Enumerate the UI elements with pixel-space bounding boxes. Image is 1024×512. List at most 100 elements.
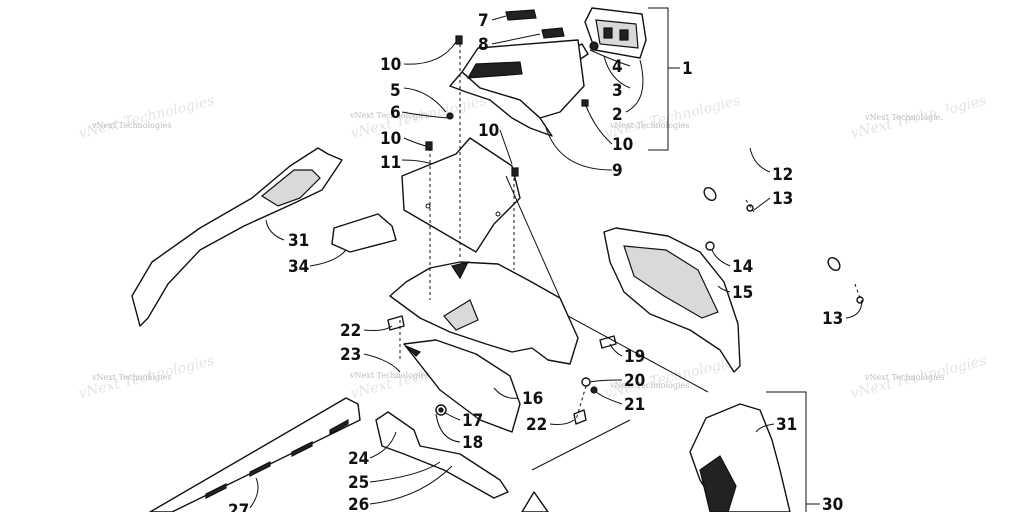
leader-22b <box>549 419 575 425</box>
leader-8 <box>491 33 541 45</box>
leader-tunnel <box>531 419 631 471</box>
clip-22 <box>387 315 405 331</box>
leader-27 <box>249 477 259 509</box>
bracket-hole <box>495 211 501 217</box>
bracket-24-25 <box>375 411 509 499</box>
callout-6: 6 <box>390 103 401 123</box>
rivet-13 <box>746 204 754 212</box>
insert-34 <box>331 213 397 253</box>
callout-23: 23 <box>340 345 361 365</box>
callout-31-left: 31 <box>288 231 309 251</box>
assembly-lines <box>399 44 863 421</box>
leader-14 <box>711 249 731 267</box>
leader-26 <box>369 465 453 505</box>
tail-cover <box>449 9 585 137</box>
bracket-hole <box>425 203 431 209</box>
rail-slot <box>249 461 271 477</box>
leader-16 <box>493 387 519 399</box>
tail-body-notch <box>451 261 470 280</box>
callout-15: 15 <box>732 283 753 303</box>
watermark: vNext Technologies <box>864 113 944 122</box>
leader-21 <box>595 391 623 405</box>
callout-27: 27 <box>228 501 249 512</box>
leader-22a <box>363 325 393 331</box>
mudflap-inset <box>623 245 719 319</box>
watermark: vNext Technologies <box>864 373 944 382</box>
callout-2: 2 <box>612 105 623 125</box>
decal-7 <box>505 9 537 21</box>
leader-24 <box>369 431 397 459</box>
leader-10c <box>499 129 513 165</box>
callout-3: 3 <box>612 81 623 101</box>
watermark: vNext Technologies <box>609 381 689 390</box>
callout-21: 21 <box>624 395 645 415</box>
tail-cover-front <box>449 71 553 137</box>
screw-10 <box>455 35 463 45</box>
callout-10-center: 10 <box>478 121 499 141</box>
callout-5: 5 <box>390 81 401 101</box>
leader-11 <box>401 159 433 165</box>
rail-slot <box>291 441 313 457</box>
tail-body <box>389 261 579 365</box>
watermark: vNext Technologies <box>91 373 171 382</box>
screw-10 <box>581 99 589 107</box>
leader-5 <box>403 87 447 113</box>
rail-slot <box>205 483 227 499</box>
callout-17: 17 <box>462 411 483 431</box>
callouts: 1 2 3 4 5 6 7 8 9 10 10 10 10 11 12 13 1… <box>228 11 843 512</box>
callout-8: 8 <box>478 35 489 55</box>
grab-bar-end-left <box>703 186 717 202</box>
right-side-panel <box>521 403 791 512</box>
leader-20 <box>589 379 623 383</box>
leader-17 <box>443 411 461 421</box>
callout-11: 11 <box>380 153 401 173</box>
grab-bar-end-right <box>827 256 841 272</box>
callout-22-left: 22 <box>340 321 361 341</box>
leader-15 <box>717 285 731 293</box>
callout-18: 18 <box>462 433 483 453</box>
callout-25: 25 <box>348 473 369 493</box>
callout-13-bottom: 13 <box>822 309 843 329</box>
callout-12: 12 <box>772 165 793 185</box>
callout-10-right: 10 <box>612 135 633 155</box>
callout-22-right: 22 <box>526 415 547 435</box>
flap-edge <box>405 345 422 357</box>
bracket-30 <box>766 391 807 512</box>
callout-20: 20 <box>624 371 645 391</box>
leader-23 <box>363 353 401 373</box>
bracket-11 <box>401 137 521 253</box>
leader-3 <box>603 55 631 89</box>
leader-7 <box>491 15 507 21</box>
watermark: vNext Technologies <box>91 121 171 130</box>
leader-lines <box>249 7 863 512</box>
leader-10b <box>403 137 427 147</box>
leader-10a <box>403 41 457 65</box>
leader-25 <box>369 461 441 483</box>
washer-17-hole <box>438 407 444 413</box>
screw-14 <box>705 241 715 251</box>
left-side-panel <box>131 147 397 327</box>
decal-8 <box>541 27 565 39</box>
watermark: vNext Technologies <box>349 371 429 380</box>
callout-4: 4 <box>612 57 623 77</box>
callout-19: 19 <box>624 347 645 367</box>
nut-20 <box>581 377 591 387</box>
hardware <box>387 35 864 425</box>
leader-19 <box>609 343 623 357</box>
callout-16: 16 <box>522 389 543 409</box>
leader-12 <box>749 147 771 173</box>
callout-26: 26 <box>348 495 369 512</box>
taillight-lens <box>595 19 639 49</box>
rear-tail-body <box>389 261 579 433</box>
leader-31a <box>265 219 285 241</box>
leader-13b <box>845 299 863 319</box>
callout-30: 30 <box>822 495 843 512</box>
tunnel-edge <box>521 491 549 512</box>
leader-6 <box>401 111 449 119</box>
callout-10-top: 10 <box>380 55 401 75</box>
callout-1: 1 <box>682 59 693 79</box>
washer-6 <box>446 112 454 120</box>
bulb <box>589 41 599 51</box>
clip-22 <box>573 409 587 425</box>
watermark: vNext Technologies <box>349 111 429 120</box>
